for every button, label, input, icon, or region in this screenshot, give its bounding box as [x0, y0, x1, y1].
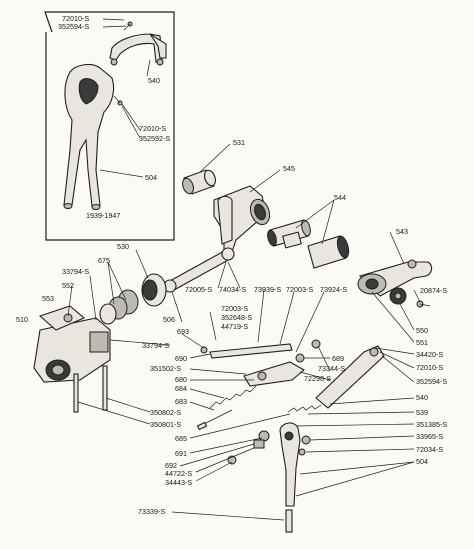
- label-l21: 73924-S: [320, 285, 347, 294]
- label-l44: 350801-S: [150, 420, 181, 429]
- lever-540: [315, 345, 385, 409]
- label-l39: 351502-S: [150, 364, 181, 373]
- label-l19: 73939-S: [254, 285, 281, 294]
- label-l16: 510: [16, 315, 28, 324]
- label-l28: 20874-S: [420, 286, 447, 295]
- label-l50: 539: [416, 408, 428, 417]
- label-l8: 545: [283, 164, 295, 173]
- washer-689-icon: [295, 353, 305, 363]
- label-l23: 352648-S: [221, 313, 252, 322]
- label-l20: 72003-S: [286, 285, 313, 294]
- shaft-544: [267, 219, 350, 269]
- label-l2: 352594-S: [58, 22, 89, 31]
- pin-73344-icon: [311, 339, 321, 349]
- label-l18: 74034-S: [219, 285, 246, 294]
- label-l36: 73344-S: [318, 364, 345, 373]
- label-l42: 683: [175, 397, 187, 406]
- label-l26: 693: [177, 327, 189, 336]
- label-l25: 506: [163, 315, 175, 324]
- label-l1: 72010-S: [62, 14, 89, 23]
- lift-cylinder-510: [33, 305, 111, 383]
- label-l29: 550: [416, 326, 428, 335]
- label-l13: 33794-S: [62, 267, 89, 276]
- connecting-rod-506: [163, 247, 235, 293]
- label-l38: 690: [175, 354, 187, 363]
- label-l4: 72010-S: [139, 124, 166, 133]
- washer-33965-icon: [301, 435, 311, 445]
- label-l53: 72034-S: [416, 445, 443, 454]
- label-l31: 34420-S: [416, 350, 443, 359]
- inset-caption: 1939-1947: [86, 211, 120, 220]
- label-l51: 351385-S: [416, 420, 447, 429]
- lower-arm-504: [279, 422, 301, 533]
- label-l3: 540: [148, 76, 160, 85]
- label-l54: 504: [416, 457, 428, 466]
- label-l11: 530: [117, 242, 129, 251]
- label-l35: 689: [332, 354, 344, 363]
- label-l10: 543: [396, 227, 408, 236]
- label-l41: 684: [175, 384, 187, 393]
- stud-350802: [102, 365, 108, 411]
- label-l22: 72003-S: [221, 304, 248, 313]
- nut-72034-icon: [298, 448, 306, 456]
- label-l52: 33965-S: [416, 432, 443, 441]
- label-l9: 544: [334, 193, 346, 202]
- label-l27: 33794-S: [142, 341, 169, 350]
- stud-350801: [73, 373, 79, 413]
- label-l37: 72298-S: [304, 374, 331, 383]
- inset-yoke-540: [109, 33, 167, 66]
- leader-lines: [67, 143, 421, 521]
- label-l14: 552: [62, 281, 74, 290]
- label-l15: 553: [42, 294, 54, 303]
- label-l48: 44722-S: [165, 469, 192, 478]
- label-l5: 352592-S: [139, 134, 170, 143]
- bearing-530: [99, 273, 167, 325]
- label-l45: 685: [175, 434, 187, 443]
- label-l34: 540: [416, 393, 428, 402]
- label-l46: 691: [175, 449, 187, 458]
- bushing-531: [182, 169, 216, 195]
- lift-arm-543: [357, 259, 433, 297]
- label-l17: 72005-S: [185, 285, 212, 294]
- part-number-labels: 72010-S 352594-S 540 72010-S 352592-S 50…: [16, 14, 447, 516]
- label-l24: 44719-S: [221, 322, 248, 331]
- label-l47: 692: [165, 461, 177, 470]
- label-l6: 504: [145, 173, 157, 182]
- spring-683: [196, 385, 257, 431]
- rockshaft-housing-545: [213, 185, 271, 253]
- block-692: [253, 439, 265, 449]
- label-l7: 531: [233, 138, 245, 147]
- spring-539: [287, 404, 322, 413]
- inset-lift-arm-504: [63, 63, 115, 210]
- label-l43: 350802-S: [150, 408, 181, 417]
- label-l49: 34443-S: [165, 478, 192, 487]
- label-l55: 73339-S: [138, 507, 165, 516]
- label-l12: 675: [98, 256, 110, 265]
- label-l33: 352594-S: [416, 377, 447, 386]
- control-linkage-690: [200, 343, 305, 387]
- inset-frame: [44, 11, 175, 241]
- label-l40: 680: [175, 375, 187, 384]
- label-l32: 72010-S: [416, 363, 443, 372]
- label-l30: 551: [416, 338, 428, 347]
